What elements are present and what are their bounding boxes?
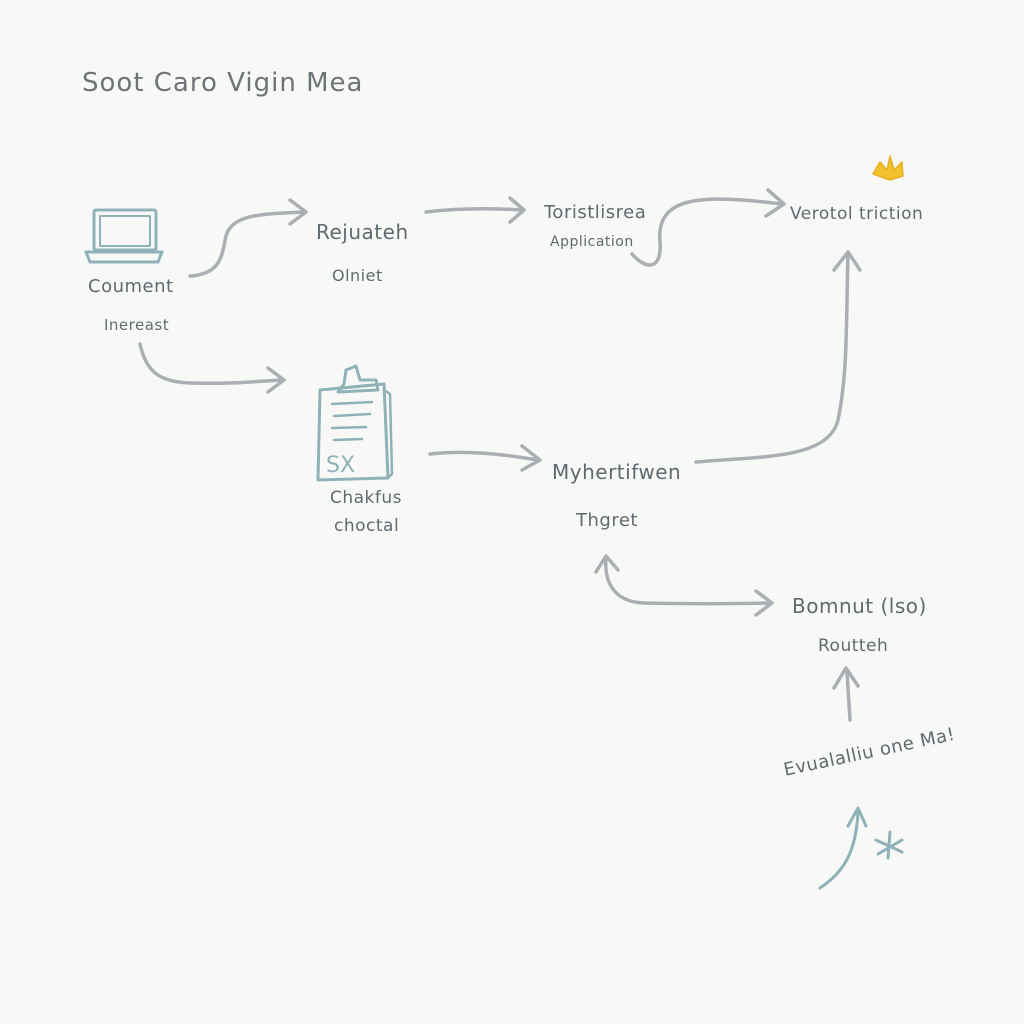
arrow-evaluation-to-bomnut <box>832 666 860 722</box>
node-middle-label: Myhertifwen <box>552 460 682 484</box>
node-document-sublabel: Inereast <box>104 316 170 334</box>
sparkle-icon <box>874 830 904 860</box>
node-relateh-label: Rejuateh <box>316 220 409 244</box>
clipboard-icon: SX <box>316 364 394 482</box>
node-document-label: Coument <box>88 276 174 297</box>
node-vertical-label: Verotol triction <box>790 204 924 224</box>
arrow-middle-bomnut-bidirectional <box>594 554 774 617</box>
node-relateh-sublabel: Olniet <box>332 266 383 285</box>
node-bomnut-label: Bomnut (lso) <box>792 594 927 618</box>
node-bomnut-sublabel: Routteh <box>818 636 889 656</box>
star-icon <box>872 155 904 181</box>
node-tourist-sublabel: Application <box>550 234 634 250</box>
arrow-middle-to-vertical <box>694 250 862 464</box>
diagram-title: Soot Caro Vigin Mea <box>82 68 364 98</box>
node-middle-sublabel: Thgret <box>576 510 638 531</box>
node-checklist-sublabel: choctal <box>334 516 400 536</box>
arrow-checklist-to-middle <box>428 444 542 472</box>
arrow-document-to-checklist <box>138 342 286 394</box>
arrow-document-to-relateh <box>188 198 308 278</box>
node-checklist-label: Chakfus <box>330 488 403 508</box>
arrow-evaluation-incoming <box>818 806 868 890</box>
clipboard-mark: SX <box>326 453 355 478</box>
arrow-tourist-to-vertical <box>630 188 786 267</box>
arrow-relateh-to-tourist <box>424 196 526 224</box>
laptop-icon <box>84 208 164 264</box>
node-tourist-label: Toristlisrea <box>544 202 647 223</box>
